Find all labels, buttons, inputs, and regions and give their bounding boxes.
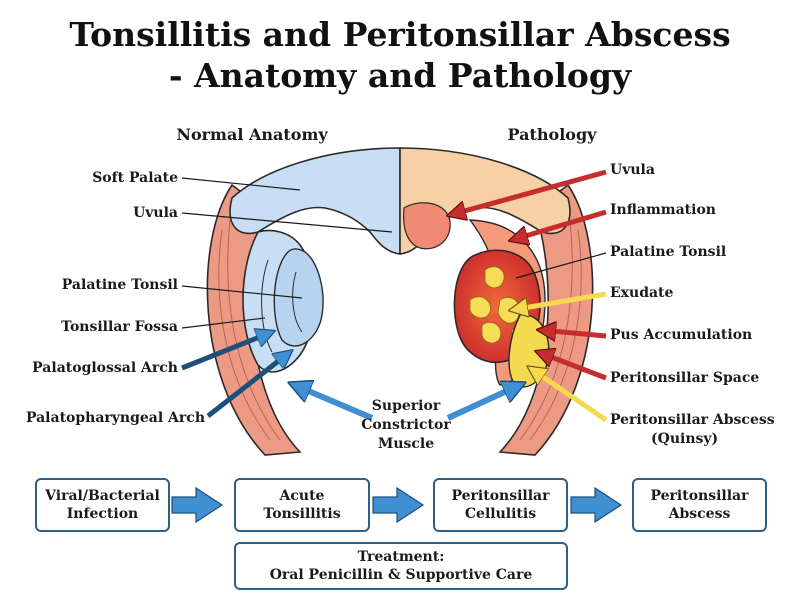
- label-palatine-tonsil-normal: Palatine Tonsil: [62, 277, 178, 293]
- label-abscess-line1: Peritonsillar Abscess: [610, 412, 775, 428]
- treatment-line2: Oral Penicillin & Supportive Care: [269, 567, 533, 583]
- treatment-line1: Treatment:: [357, 549, 445, 565]
- arrow-abscess: [530, 368, 608, 423]
- label-peritonsillar-space: Peritonsillar Space: [610, 370, 759, 386]
- label-uvula-normal: Uvula: [133, 205, 178, 221]
- arrow-uvula-pathology: [450, 169, 607, 215]
- constrictor-label-line3: Muscle: [378, 436, 434, 452]
- flow-step-acute-line1: Acute: [279, 488, 325, 504]
- label-palatopharyngeal-arch: Palatopharyngeal Arch: [26, 410, 205, 426]
- flow-arrow-1: [171, 486, 224, 524]
- label-inflammation: Inflammation: [610, 202, 716, 218]
- label-pus-accumulation: Pus Accumulation: [610, 327, 752, 343]
- label-palatoglossal-arch: Palatoglossal Arch: [32, 360, 178, 376]
- leader-soft-palate: [181, 177, 301, 191]
- arrow-exudate: [512, 291, 607, 310]
- arrow-pus-accumulation: [540, 330, 607, 336]
- flow-step-cellulitis-line1: Peritonsillar: [451, 488, 550, 504]
- label-soft-palate: Soft Palate: [92, 170, 178, 186]
- flow-step-abscess: Peritonsillar Abscess: [632, 478, 767, 532]
- inflamed-uvula: [403, 202, 451, 250]
- label-uvula-pathology: Uvula: [610, 162, 655, 178]
- flow-step-acute-tonsillitis: Acute Tonsillitis: [234, 478, 370, 532]
- muscle-striations: [218, 219, 582, 441]
- label-exudate: Exudate: [610, 285, 674, 301]
- leader-palatine-tonsil-pathology: [515, 252, 607, 279]
- flow-step-abscess-line2: Abscess: [668, 506, 731, 522]
- leader-uvula-normal: [181, 212, 393, 233]
- title-line-1: Tonsillitis and Peritonsillar Abscess: [69, 15, 731, 54]
- flow-arrow-3: [570, 486, 623, 524]
- pathology-heading: Pathology: [508, 125, 598, 144]
- arrow-inflammation: [512, 209, 607, 240]
- flow-arrows: [171, 486, 623, 524]
- normal-soft-palate: [229, 147, 401, 255]
- flow-step-abscess-line1: Peritonsillar: [650, 488, 749, 504]
- flow-arrow-2: [372, 486, 425, 524]
- right-constrictor-muscle: [498, 183, 594, 456]
- blue-arrow-right: [446, 384, 522, 421]
- arrow-palatoglossal-arch: [181, 332, 272, 371]
- blue-arrow-left: [292, 384, 374, 421]
- flow-step-acute-line2: Tonsillitis: [263, 506, 341, 522]
- flow-step-infection-line2: Infection: [66, 506, 139, 522]
- arrow-peritonsillar-space: [538, 352, 607, 381]
- constrictor-label-line2: Constrictor: [361, 417, 451, 433]
- label-palatine-tonsil-pathology: Palatine Tonsil: [610, 244, 726, 260]
- flow-step-infection: Viral/Bacterial Infection: [35, 478, 170, 532]
- leader-palatine-tonsil-normal: [181, 285, 303, 299]
- flow-step-infection-line1: Viral/Bacterial: [45, 488, 160, 504]
- constrictor-label-line1: Superior: [372, 398, 441, 414]
- title-line-2: - Anatomy and Pathology: [168, 56, 632, 95]
- leader-tonsillar-fossa: [181, 317, 266, 329]
- page-title: Tonsillitis and Peritonsillar Abscess - …: [0, 14, 800, 96]
- flow-step-cellulitis-line2: Cellulitis: [464, 506, 537, 522]
- treatment-box: Treatment: Oral Penicillin & Supportive …: [234, 542, 568, 590]
- label-tonsillar-fossa: Tonsillar Fossa: [61, 319, 178, 335]
- label-abscess-line2: (Quinsy): [651, 431, 718, 447]
- normal-anatomy-heading: Normal Anatomy: [176, 125, 328, 144]
- arrow-palatopharyngeal-arch: [206, 352, 290, 418]
- flow-step-cellulitis: Peritonsillar Cellulitis: [433, 478, 568, 532]
